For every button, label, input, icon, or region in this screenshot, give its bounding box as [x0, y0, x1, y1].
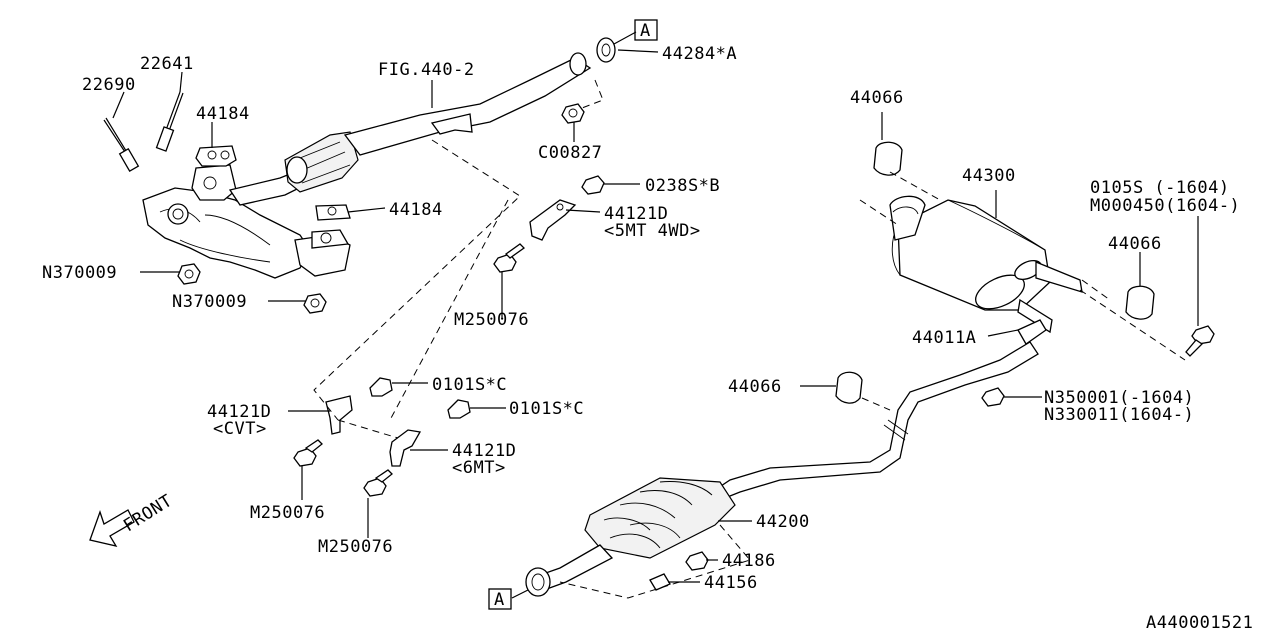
leader-lines: [112, 49, 1199, 583]
label-c00827: C00827: [538, 143, 602, 163]
hanger-44066-c: [835, 371, 863, 404]
bolt-44186: [685, 551, 709, 571]
label-m250076-a: M250076: [454, 310, 529, 330]
rear-muffler-44300: [889, 195, 1083, 345]
nut-n350001: [981, 387, 1005, 407]
nut-n370009-a: [177, 263, 201, 285]
label-44186: 44186: [722, 551, 776, 571]
bracket-44121d-6mt: [363, 399, 471, 497]
label-44066-c: 44066: [728, 377, 782, 397]
reference-a-bottom-text: A: [494, 590, 505, 610]
bracket-44121d-cvt: [293, 377, 393, 467]
label-fig-440-2: FIG.440-2: [378, 60, 475, 80]
part-labels: 22641 22690 44184 44184 FIG.440-2 44284*…: [42, 44, 1253, 633]
label-44066-b: 44066: [1108, 234, 1162, 254]
label-44200: 44200: [756, 512, 810, 532]
label-m250076-c: M250076: [318, 537, 393, 557]
assembly-dash-lines: [313, 79, 1186, 599]
label-44066-a: 44066: [850, 88, 904, 108]
label-44184-lower: 44184: [389, 200, 443, 220]
center-pipe-assembly: [525, 341, 1039, 597]
bolt-44156: [649, 573, 671, 591]
label-44300: 44300: [962, 166, 1016, 186]
label-44184-upper: 44184: [196, 104, 250, 124]
label-44121d-cvt: 44121D: [207, 402, 271, 422]
label-n370009-a: N370009: [42, 263, 117, 283]
label-44284: 44284*A: [662, 44, 737, 64]
label-44011a: 44011A: [912, 328, 976, 348]
reference-box-a-top: A: [634, 19, 658, 41]
hanger-44066-b: [1125, 285, 1155, 320]
nut-c00827: [561, 103, 585, 124]
bolt-0105s: [1185, 325, 1215, 357]
label-m250076-b: M250076: [250, 503, 325, 523]
label-0101s-a: 0101S*C: [432, 375, 507, 395]
bracket-44121d-5mt: [493, 175, 605, 273]
label-n330011: N330011(1604-): [1044, 405, 1194, 425]
label-44121d-6mt: 44121D: [452, 441, 516, 461]
label-n350001: N350001(-1604): [1044, 388, 1194, 408]
gasket-44284: [596, 37, 616, 63]
nut-n370009-b: [303, 293, 327, 314]
label-0101s-b: 0101S*C: [509, 399, 584, 419]
label-5mt-4wd-note: <5MT 4WD>: [604, 221, 701, 241]
label-6mt-note: <6MT>: [452, 458, 506, 478]
front-direction-arrow: FRONT: [89, 491, 176, 547]
label-cvt-note: <CVT>: [213, 419, 267, 439]
front-exhaust-manifold-assembly: [103, 52, 592, 314]
label-22641: 22641: [140, 54, 194, 74]
label-44156: 44156: [704, 573, 758, 593]
reference-box-a-bottom: A: [488, 588, 529, 610]
reference-a-top-text: A: [640, 21, 651, 41]
label-0105s: 0105S (-1604): [1090, 178, 1230, 198]
label-44121d-5mt: 44121D: [604, 204, 668, 224]
label-n370009-b: N370009: [172, 292, 247, 312]
label-0238s: 0238S*B: [645, 176, 720, 196]
drawing-id-label: A440001521: [1146, 613, 1253, 633]
label-22690: 22690: [82, 75, 136, 95]
front-label: FRONT: [120, 491, 176, 536]
hanger-44066-a: [873, 141, 903, 176]
label-m000450: M000450(1604-): [1090, 196, 1240, 216]
